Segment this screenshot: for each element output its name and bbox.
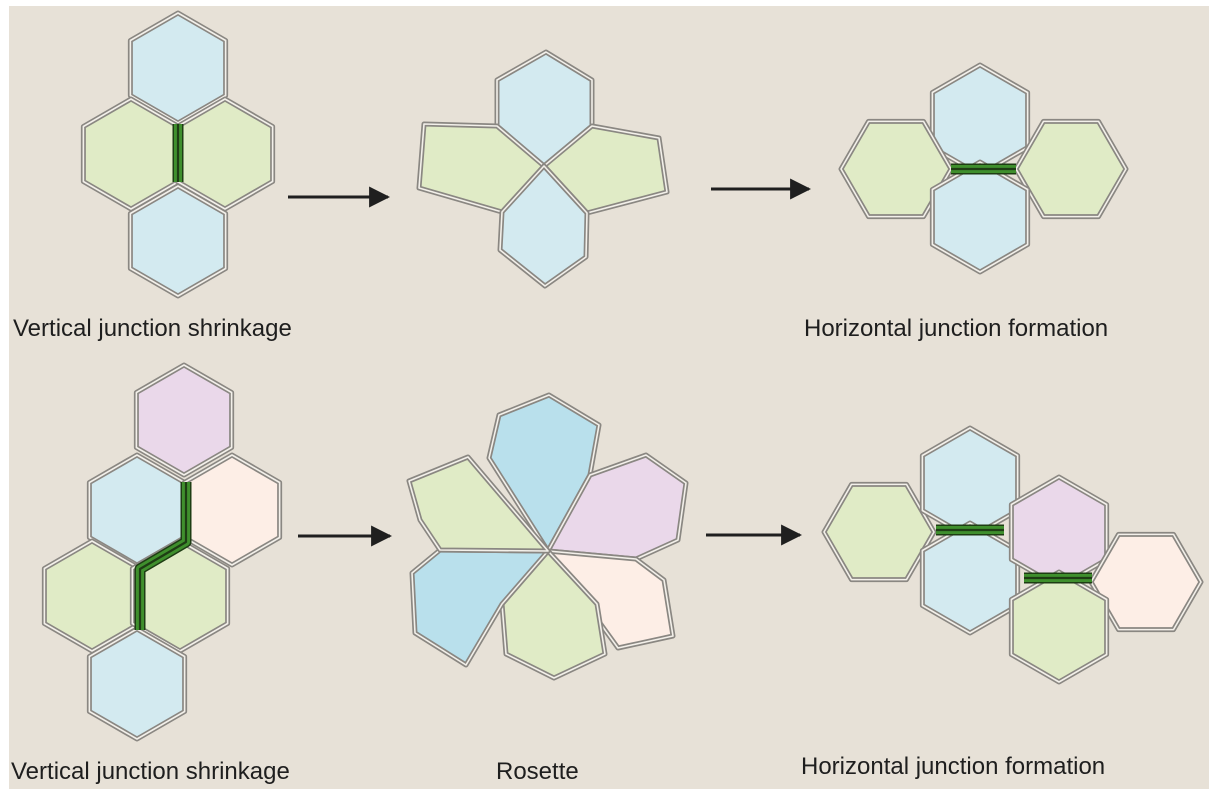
bottom-left-caption: Vertical junction shrinkage [11, 758, 290, 785]
diagram-panel: Vertical junction shrinkage Horizontal j… [9, 6, 1209, 789]
cell-top-right-right [1013, 118, 1129, 220]
cell-top-middle-lower [497, 163, 590, 289]
rosette-petal-peach [545, 548, 676, 651]
vertical-junction-bottom [134, 482, 192, 630]
cell-bottom-right-green-left [821, 481, 937, 583]
top-left-caption: Vertical junction shrinkage [13, 315, 292, 342]
cell-bottom-right-blue-lower [919, 520, 1021, 636]
cell-top-right-left [838, 118, 954, 220]
cell-top-left-lower [127, 183, 229, 299]
cell-top-right-lower [929, 159, 1031, 275]
cell-bottom-right-green-lower [1008, 569, 1110, 685]
rosette-petal-green-left [406, 454, 551, 554]
cell-bottom-left-pink [133, 362, 235, 478]
cell-bottom-left-blue-lower [86, 626, 188, 742]
cell-top-left-upper [127, 10, 229, 126]
cell-bottom-left-peach [181, 452, 283, 568]
bottom-middle-caption: Rosette [496, 758, 579, 785]
junction-remodeling-diagram [41, 10, 1204, 742]
top-right-caption: Horizontal junction formation [804, 315, 1109, 342]
bottom-right-caption: Horizontal junction formation [801, 753, 1106, 780]
